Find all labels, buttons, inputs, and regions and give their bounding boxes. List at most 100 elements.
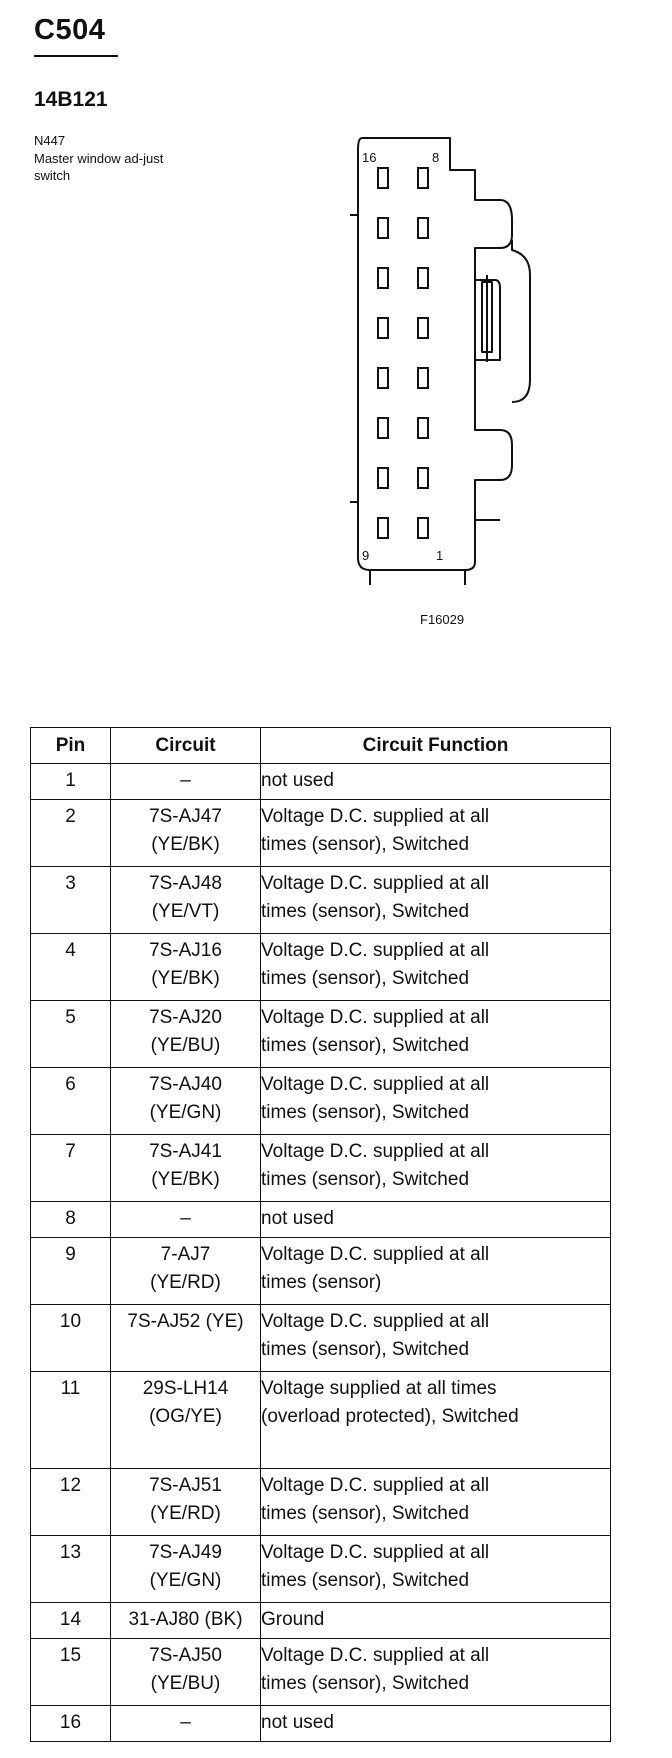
connector-face-diagram: 16 8 9 1 <box>350 137 531 585</box>
circuit-cell: 7S-AJ49(YE/GN) <box>110 1535 261 1603</box>
wire-color: (OG/YE) <box>149 1406 222 1427</box>
pin-number: 1 <box>30 763 111 800</box>
function-line-1: Voltage D.C. supplied at all <box>261 1007 490 1028</box>
table-row: 16 – not used <box>30 1705 611 1742</box>
pin-label-9: 9 <box>362 548 369 563</box>
wire-color: (YE/RD) <box>150 1503 221 1524</box>
function-line-1: Voltage D.C. supplied at all <box>261 1244 490 1265</box>
pinout-table: Pin Circuit Circuit Function 1 – not use… <box>30 727 611 1742</box>
circuit-code: 7-AJ7 <box>160 1244 211 1265</box>
function-line-1: Voltage D.C. supplied at all <box>261 1311 490 1332</box>
function-line-2: times (sensor), Switched <box>261 1673 470 1694</box>
function-line-2: times (sensor), Switched <box>261 1503 470 1524</box>
pin-number: 9 <box>30 1237 111 1305</box>
circuit-code: 7S-AJ41 <box>149 1141 222 1162</box>
circuit-code: – <box>180 1208 191 1229</box>
circuit-code: 29S-LH14 <box>142 1378 229 1399</box>
pin-number: 7 <box>30 1134 111 1202</box>
pin-number: 3 <box>30 866 111 934</box>
wire-color: (YE/BU) <box>150 1673 221 1694</box>
circuit-cell: 7S-AJ20(YE/BU) <box>110 1000 261 1068</box>
table-row: 1 – not used <box>30 763 611 800</box>
function-line-1: Ground <box>261 1609 325 1630</box>
circuit-cell: 7S-AJ47 (YE/BK) <box>110 799 261 867</box>
pin-number: 2 <box>30 799 111 867</box>
function-cell: Voltage D.C. supplied at all times (senso… <box>260 1304 611 1372</box>
function-line-2: times (sensor), Switched <box>261 834 470 855</box>
function-line-2: times (sensor), Switched <box>261 1339 470 1360</box>
function-cell: not used <box>260 763 611 800</box>
function-line-2: times (sensor), Switched <box>261 1035 470 1056</box>
function-line-2: times (sensor), Switched <box>261 1169 470 1190</box>
pin-number: 14 <box>30 1602 111 1639</box>
function-cell: Voltage D.C. supplied at all times (senso… <box>260 1535 611 1603</box>
column-header-function: Circuit Function <box>260 727 611 764</box>
pin-number: 13 <box>30 1535 111 1603</box>
function-cell: Voltage D.C. supplied at all times (senso… <box>260 1000 611 1068</box>
function-cell: not used <box>260 1705 611 1742</box>
function-cell: Voltage D.C. supplied at all times (senso… <box>260 1638 611 1706</box>
function-cell: Ground <box>260 1602 611 1639</box>
pin-number: 4 <box>30 933 111 1001</box>
function-cell: Voltage D.C. supplied at all times (senso… <box>260 866 611 934</box>
table-row: 15 7S-AJ50 (YE/BU) Voltage D.C. supplied … <box>30 1638 611 1706</box>
function-line-1: Voltage D.C. supplied at all <box>261 940 490 961</box>
left-latch <box>350 214 358 503</box>
circuit-code: – <box>180 1712 191 1733</box>
function-line-1: Voltage D.C. supplied at all <box>261 806 490 827</box>
function-line-2: times (sensor), Switched <box>261 968 470 989</box>
pin-number: 10 <box>30 1304 111 1372</box>
table-row: 4 7S-AJ16 (YE/BK) Voltage D.C. supplied a… <box>30 933 611 1001</box>
table-header-row: Pin Circuit Circuit Function <box>30 727 611 764</box>
circuit-code: 7S-AJ52 (YE) <box>127 1311 244 1332</box>
circuit-cell: 7S-AJ16 (YE/BK) <box>110 933 261 1001</box>
pin-number: 15 <box>30 1638 111 1706</box>
function-line-1: Voltage D.C. supplied at all <box>261 873 490 894</box>
function-cell: Voltage D.C. supplied at all times (senso… <box>260 933 611 1001</box>
table-row: 7 7S-AJ41 (YE/BK) Voltage D.C. supplied a… <box>30 1134 611 1202</box>
title-underline <box>34 55 118 57</box>
circuit-cell: 29S-LH14 (OG/YE) <box>110 1371 261 1469</box>
pin-number: 12 <box>30 1468 111 1536</box>
function-line-1: Voltage supplied at all times <box>261 1378 497 1399</box>
table-row: 10 7S-AJ52 (YE) Voltage D.C. supplied at… <box>30 1304 611 1372</box>
wire-color: (YE/RD) <box>150 1272 221 1293</box>
circuit-cell: 7S-AJ40(YE/GN) <box>110 1067 261 1135</box>
component-code: N447 <box>34 133 66 148</box>
circuit-cell: 7S-AJ50 (YE/BU) <box>110 1638 261 1706</box>
circuit-code: 7S-AJ50 <box>149 1645 222 1666</box>
pin-label-16: 16 <box>362 150 376 165</box>
table-row: 13 7S-AJ49(YE/GN) Voltage D.C. supplied … <box>30 1535 611 1603</box>
function-cell: Voltage D.C. supplied at all times (senso… <box>260 1237 611 1305</box>
table-row: 11 29S-LH14(OG/YE) Voltage supplied at a… <box>30 1371 611 1469</box>
function-cell: Voltage D.C. supplied at all times (senso… <box>260 799 611 867</box>
wire-color: (YE/BK) <box>151 968 220 989</box>
function-line-1: Voltage D.C. supplied at all <box>261 1542 490 1563</box>
circuit-cell: 31-AJ80 (BK) <box>110 1602 261 1639</box>
circuit-code: 7S-AJ47 <box>149 806 222 827</box>
function-line-2: times (sensor), Switched <box>261 1570 470 1591</box>
table-row: 9 7-AJ7 (YE/RD) Voltage D.C. supplied at … <box>30 1237 611 1305</box>
wire-color: (YE/VT) <box>151 901 220 922</box>
function-line-2: times (sensor), Switched <box>261 901 470 922</box>
function-line-1: not used <box>261 1712 334 1733</box>
right-lock-arm <box>511 240 531 403</box>
wire-color: (YE/BK) <box>151 834 220 855</box>
pin-number: 6 <box>30 1067 111 1135</box>
column-header-pin: Pin <box>30 727 111 764</box>
table-row: 12 7S-AJ51(YE/RD) Voltage D.C. supplied … <box>30 1468 611 1536</box>
function-line-1: Voltage D.C. supplied at all <box>261 1645 490 1666</box>
table-row: 3 7S-AJ48(YE/VT) Voltage D.C. supplied a… <box>30 866 611 934</box>
circuit-code: 7S-AJ16 <box>149 940 222 961</box>
part-number: 14B121 <box>34 88 108 111</box>
wire-color: (YE/BK) <box>151 1169 220 1190</box>
table-row: 14 31-AJ80 (BK) Ground <box>30 1602 611 1639</box>
pin-label-1: 1 <box>436 548 443 563</box>
circuit-cell: 7S-AJ41 (YE/BK) <box>110 1134 261 1202</box>
figure-id: F16029 <box>420 612 465 627</box>
function-line-2: times (sensor) <box>261 1272 382 1293</box>
wire-color: (YE/GN) <box>149 1570 222 1591</box>
circuit-code: 7S-AJ40 <box>149 1074 222 1095</box>
